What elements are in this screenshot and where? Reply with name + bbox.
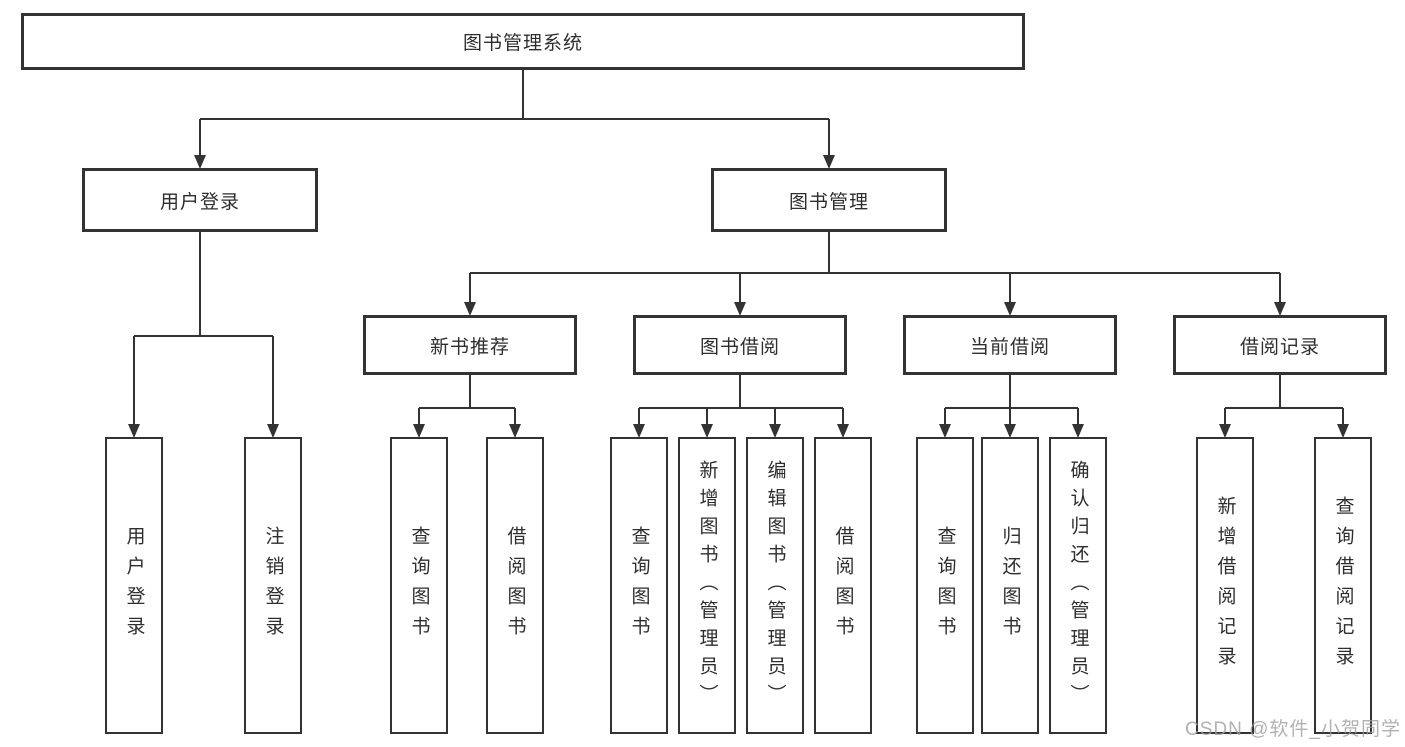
arrow-down-icon xyxy=(267,424,279,438)
node-label: 确认归还（管理员） xyxy=(1067,459,1089,712)
arrow-down-icon xyxy=(464,302,476,316)
arrow-down-icon xyxy=(509,424,521,438)
leaf-user-login: 用户登录 xyxy=(105,437,163,734)
node-label: 查询图书 xyxy=(408,525,430,646)
leaf-edit-books-admin: 编辑图书（管理员） xyxy=(746,437,804,734)
node-borrow-records: 借阅记录 xyxy=(1173,315,1387,375)
node-label: 图书管理系统 xyxy=(462,33,583,54)
leaf-query-books-current: 查询图书 xyxy=(916,437,974,734)
arrow-down-icon xyxy=(939,424,951,438)
node-new-book-recommend: 新书推荐 xyxy=(363,315,577,375)
arrow-down-icon xyxy=(194,155,206,169)
arrow-down-icon xyxy=(701,424,713,438)
connector-root-to-level2 xyxy=(194,70,835,169)
arrow-down-icon xyxy=(1274,302,1286,316)
leaf-query-borrow-record: 查询借阅记录 xyxy=(1314,437,1372,734)
node-label: 归还图书 xyxy=(999,525,1021,646)
connector-book-borrowing-children xyxy=(633,375,849,438)
arrow-down-icon xyxy=(1072,424,1084,438)
leaf-query-books-borrowing: 查询图书 xyxy=(610,437,668,734)
node-book-borrowing: 图书借阅 xyxy=(633,315,847,375)
arrow-down-icon xyxy=(769,424,781,438)
node-label: 注销登录 xyxy=(262,525,284,646)
node-label: 图书管理 xyxy=(788,191,869,213)
arrow-down-icon xyxy=(1337,424,1349,438)
arrow-down-icon xyxy=(1219,424,1231,438)
leaf-query-books-recommend: 查询图书 xyxy=(390,437,448,734)
node-label: 编辑图书（管理员） xyxy=(764,459,786,712)
connector-book-management-children xyxy=(464,232,1286,316)
leaf-add-borrow-record: 新增借阅记录 xyxy=(1196,437,1254,734)
node-label: 当前借阅 xyxy=(969,336,1050,358)
leaf-return-books: 归还图书 xyxy=(981,437,1039,734)
node-label: 借阅图书 xyxy=(504,525,526,646)
node-label: 新增图书（管理员） xyxy=(696,459,718,712)
arrow-down-icon xyxy=(823,155,835,169)
node-library-system: 图书管理系统 xyxy=(21,13,1025,70)
node-book-management: 图书管理 xyxy=(711,168,947,232)
leaf-add-books-admin: 新增图书（管理员） xyxy=(678,437,736,734)
arrow-down-icon xyxy=(413,424,425,438)
connector-borrow-records-children xyxy=(1219,375,1349,438)
arrow-down-icon xyxy=(633,424,645,438)
node-label: 查询图书 xyxy=(628,525,650,646)
connector-new-book-children xyxy=(413,375,521,438)
node-label: 新书推荐 xyxy=(429,336,510,358)
node-label: 查询借阅记录 xyxy=(1332,495,1354,676)
arrow-down-icon xyxy=(734,302,746,316)
node-label: 查询图书 xyxy=(934,525,956,646)
node-user-login: 用户登录 xyxy=(82,168,318,232)
arrow-down-icon xyxy=(837,424,849,438)
node-current-borrowing: 当前借阅 xyxy=(903,315,1117,375)
node-label: 新增借阅记录 xyxy=(1214,495,1236,676)
arrow-down-icon xyxy=(1004,302,1016,316)
connector-current-borrowing-children xyxy=(939,375,1084,438)
node-label: 借阅记录 xyxy=(1239,336,1320,358)
leaf-borrow-books-borrowing: 借阅图书 xyxy=(814,437,872,734)
node-label: 用户登录 xyxy=(123,525,145,646)
leaf-borrow-books-recommend: 借阅图书 xyxy=(486,437,544,734)
node-label: 图书借阅 xyxy=(699,336,780,358)
leaf-confirm-return-admin: 确认归还（管理员） xyxy=(1049,437,1107,734)
node-label: 借阅图书 xyxy=(832,525,854,646)
node-label: 用户登录 xyxy=(159,191,240,213)
arrow-down-icon xyxy=(1004,424,1016,438)
arrow-down-icon xyxy=(128,424,140,438)
leaf-logout: 注销登录 xyxy=(244,437,302,734)
connector-user-login-children xyxy=(128,232,279,438)
csdn-watermark: CSDN @软件_小贺同学 xyxy=(1185,719,1401,740)
